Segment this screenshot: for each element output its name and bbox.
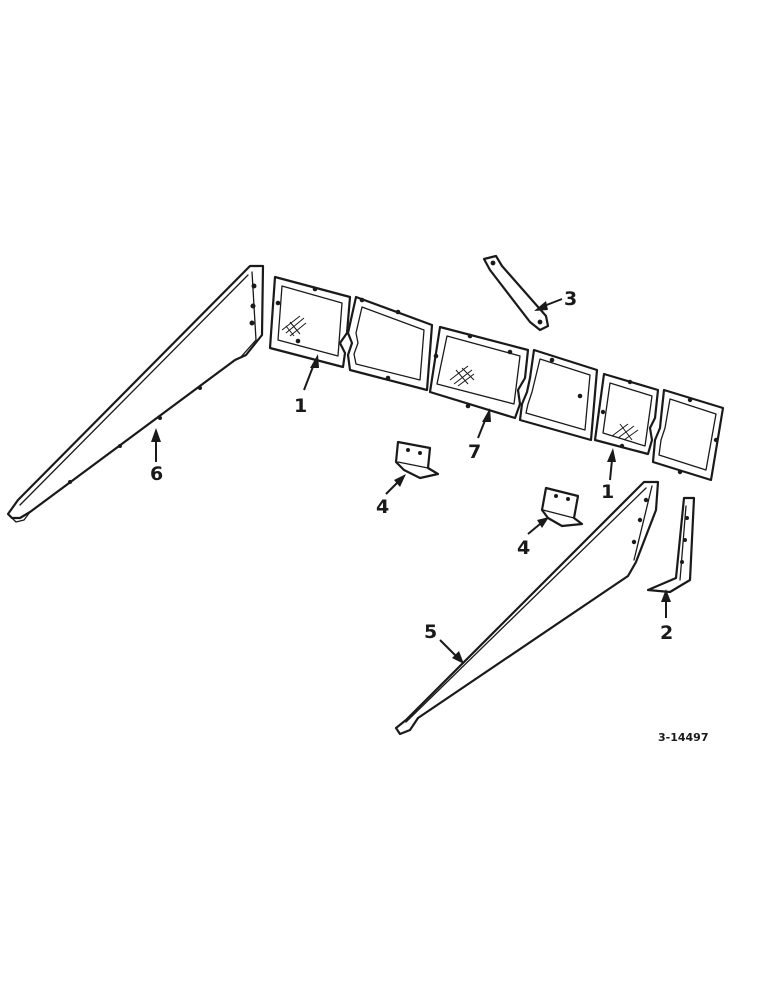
leader-6 — [151, 428, 161, 462]
part-5-right-rail — [394, 480, 660, 736]
callout-2: 2 — [660, 622, 673, 644]
part-2-corner-brace — [646, 496, 696, 594]
leader-7 — [477, 408, 491, 439]
part-1-right-panel — [593, 372, 725, 482]
callout-5: 5 — [424, 621, 437, 643]
part-6-left-rail — [6, 264, 265, 523]
part-4-bracket-left — [394, 440, 440, 480]
part-3-strap — [482, 254, 550, 332]
part-7-center-panel — [428, 325, 599, 442]
leader-4b — [527, 517, 549, 535]
leader-1a — [303, 354, 319, 391]
part-4-bracket-right — [540, 486, 584, 528]
callout-4-right: 4 — [517, 537, 530, 559]
callout-1-right: 1 — [601, 481, 614, 503]
callout-6: 6 — [150, 463, 163, 485]
callout-3: 3 — [564, 288, 577, 310]
callout-1-left: 1 — [294, 395, 307, 417]
callout-4-left: 4 — [376, 496, 389, 518]
part-1-left-panel — [268, 275, 434, 392]
drawing-reference-number: 3-14497 — [658, 731, 709, 744]
leader-3 — [534, 298, 563, 311]
leader-5 — [439, 639, 464, 664]
leader-1b — [607, 448, 616, 481]
callout-7: 7 — [468, 441, 481, 463]
leader-4a — [385, 474, 406, 495]
leader-2 — [661, 589, 671, 618]
